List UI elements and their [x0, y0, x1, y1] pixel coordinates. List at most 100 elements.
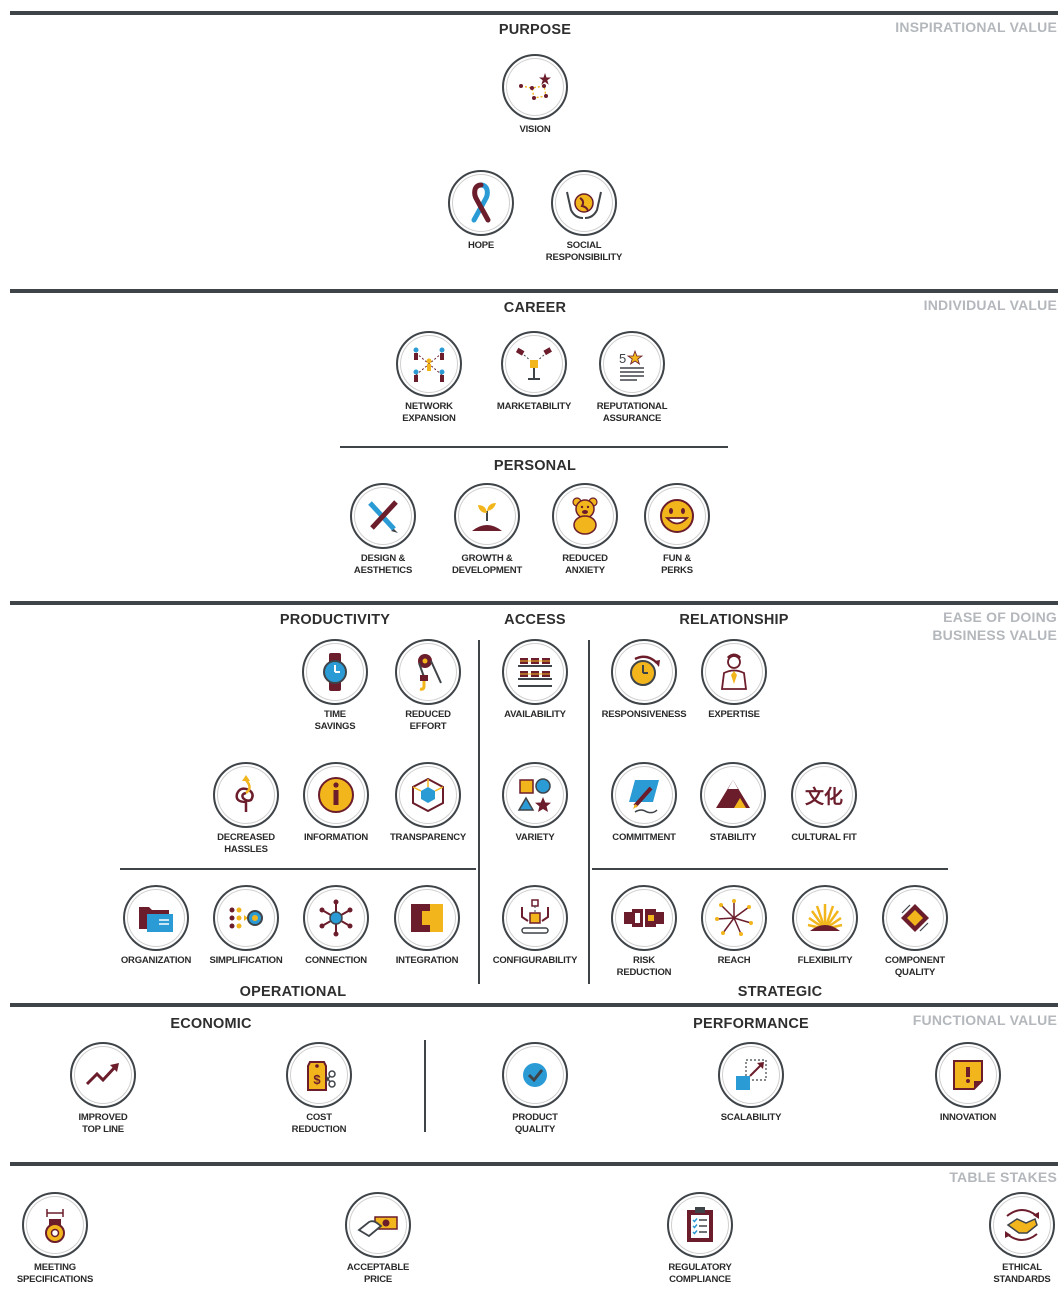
element-hope: HOPE: [416, 170, 546, 252]
tier-functional: FUNCTIONAL VALUE: [912, 1012, 1057, 1028]
label-simplification: SIMPLIFICATION: [209, 955, 283, 966]
element-innovation: INNOVATION: [903, 1042, 1033, 1124]
sprout-icon: [472, 503, 502, 531]
folders-icon: [139, 907, 173, 932]
label-reach: REACH: [717, 955, 751, 966]
element-social-responsibility: SOCIAL RESPONSIBILITY: [519, 170, 649, 264]
element-reputational-assurance: 5 REPUTATIONAL ASSURANCE: [567, 331, 697, 425]
heading-operational: OPERATIONAL: [239, 984, 347, 1000]
starburst-arrows-icon: [715, 899, 753, 936]
tier-inspirational: INSPIRATIONAL VALUE: [895, 19, 1057, 35]
label-network-expansion: NETWORK EXPANSION: [402, 401, 456, 424]
access-divider-right: [588, 640, 590, 984]
element-network-expansion: NETWORK EXPANSION: [364, 331, 494, 425]
element-vision: VISION: [470, 54, 600, 136]
functional-divider: [10, 1003, 1058, 1007]
element-expertise: EXPERTISE: [669, 639, 799, 721]
label-time-savings: TIME SAVINGS: [314, 709, 356, 732]
element-reach: REACH: [669, 885, 799, 967]
tier-table-stakes: TABLE STAKES: [949, 1169, 1057, 1185]
element-stability: STABILITY: [668, 762, 798, 844]
ribbon-icon: [471, 182, 491, 223]
label-scalability: SCALABILITY: [720, 1112, 782, 1123]
chip-icon: [901, 904, 929, 932]
label-growth-development: GROWTH & DEVELOPMENT: [451, 553, 523, 576]
shapes-icon: [517, 778, 551, 812]
label-expertise: EXPERTISE: [708, 709, 760, 720]
element-time-savings: TIME SAVINGS: [270, 639, 400, 733]
table-stakes-divider: [10, 1162, 1058, 1166]
label-meeting-specifications: MEETING SPECIFICATIONS: [16, 1262, 94, 1285]
dots-funnel-icon: [229, 907, 263, 929]
spotlight-podium-icon: [515, 347, 552, 380]
five-star-review-icon: 5: [619, 349, 644, 381]
operational-divider: [120, 868, 476, 870]
teddy-bear-icon: [572, 497, 598, 535]
svg-text:5: 5: [619, 351, 626, 366]
seatbelt-buckle-icon: [624, 909, 664, 927]
heading-career: CAREER: [503, 300, 567, 316]
label-flexibility: FLEXIBILITY: [797, 955, 853, 966]
label-social-responsibility: SOCIAL RESPONSIBILITY: [545, 240, 623, 263]
element-cultural-fit: 文化 CULTURAL FIT: [759, 762, 889, 844]
label-decreased-hassles: DECREASED HASSLES: [217, 832, 275, 855]
element-commitment: COMMITMENT: [579, 762, 709, 844]
label-stability: STABILITY: [709, 832, 757, 843]
clipboard-checklist-icon: [687, 1207, 713, 1242]
label-connection: CONNECTION: [305, 955, 367, 966]
culture-glyph-text: 文化: [805, 785, 843, 808]
element-responsiveness: RESPONSIVENESS: [579, 639, 709, 721]
expert-person-icon: [720, 653, 748, 690]
element-flexibility: FLEXIBILITY: [760, 885, 890, 967]
clock-arrow-icon: [630, 655, 660, 686]
heading-purpose: PURPOSE: [498, 22, 572, 38]
robot-arm-icon: [521, 899, 549, 934]
label-risk-reduction: RISK REDUCTION: [616, 955, 672, 978]
checkmark-icon: [523, 1063, 547, 1087]
element-risk-reduction: RISK REDUCTION: [579, 885, 709, 979]
element-transparency: TRANSPARENCY: [363, 762, 493, 844]
element-availability: AVAILABILITY: [470, 639, 600, 721]
element-integration: INTEGRATION: [362, 885, 492, 967]
element-design-aesthetics: DESIGN & AESTHETICS: [318, 483, 448, 577]
strategic-divider: [592, 868, 948, 870]
element-regulatory-compliance: REGULATORY COMPLIANCE: [635, 1192, 765, 1286]
element-cost-reduction: $ COST REDUCTION: [254, 1042, 384, 1136]
label-availability: AVAILABILITY: [504, 709, 566, 720]
pencil-brush-icon: [368, 500, 398, 533]
wristwatch-icon: [323, 653, 347, 691]
element-reduced-anxiety: REDUCED ANXIETY: [520, 483, 650, 577]
element-scalability: SCALABILITY: [686, 1042, 816, 1124]
element-acceptable-price: ACCEPTABLE PRICE: [313, 1192, 443, 1286]
label-reputational-assurance: REPUTATIONAL ASSURANCE: [596, 401, 668, 424]
heading-access: ACCESS: [504, 612, 566, 628]
heading-personal: PERSONAL: [493, 458, 577, 474]
label-design-aesthetics: DESIGN & AESTHETICS: [353, 553, 413, 576]
element-component-quality: COMPONENT QUALITY: [850, 885, 980, 979]
label-improved-top-line: IMPROVED TOP LINE: [78, 1112, 128, 1135]
heading-relationship: RELATIONSHIP: [679, 612, 789, 628]
handshake-icon: [1005, 1209, 1039, 1241]
tier-ease-line2: BUSINESS VALUE: [932, 627, 1057, 643]
element-connection: CONNECTION: [271, 885, 401, 967]
signing-pen-icon: [629, 780, 659, 814]
transparent-cube-icon: [412, 777, 444, 813]
hand-money-icon: [357, 1216, 398, 1238]
label-cultural-fit: CULTURAL FIT: [791, 832, 857, 843]
label-ethical-standards: ETHICAL STANDARDS: [993, 1262, 1051, 1285]
heading-strategic: STRATEGIC: [737, 984, 823, 1000]
network-people-icon: [413, 347, 445, 382]
label-regulatory-compliance: REGULATORY COMPLIANCE: [668, 1262, 732, 1285]
tier-individual: INDIVIDUAL VALUE: [923, 297, 1057, 313]
element-growth-development: GROWTH & DEVELOPMENT: [422, 483, 552, 577]
element-marketability: MARKETABILITY: [469, 331, 599, 413]
label-integration: INTEGRATION: [395, 955, 459, 966]
smiley-icon: [660, 499, 694, 533]
element-ethical-standards: ETHICAL STANDARDS: [957, 1192, 1061, 1286]
label-component-quality: COMPONENT QUALITY: [885, 955, 945, 978]
label-information: INFORMATION: [303, 832, 369, 843]
element-meeting-specifications: MEETING SPECIFICATIONS: [0, 1192, 120, 1286]
element-product-quality: PRODUCT QUALITY: [470, 1042, 600, 1136]
label-fun-perks: FUN & PERKS: [661, 553, 693, 576]
sticky-note-icon: [953, 1060, 983, 1090]
